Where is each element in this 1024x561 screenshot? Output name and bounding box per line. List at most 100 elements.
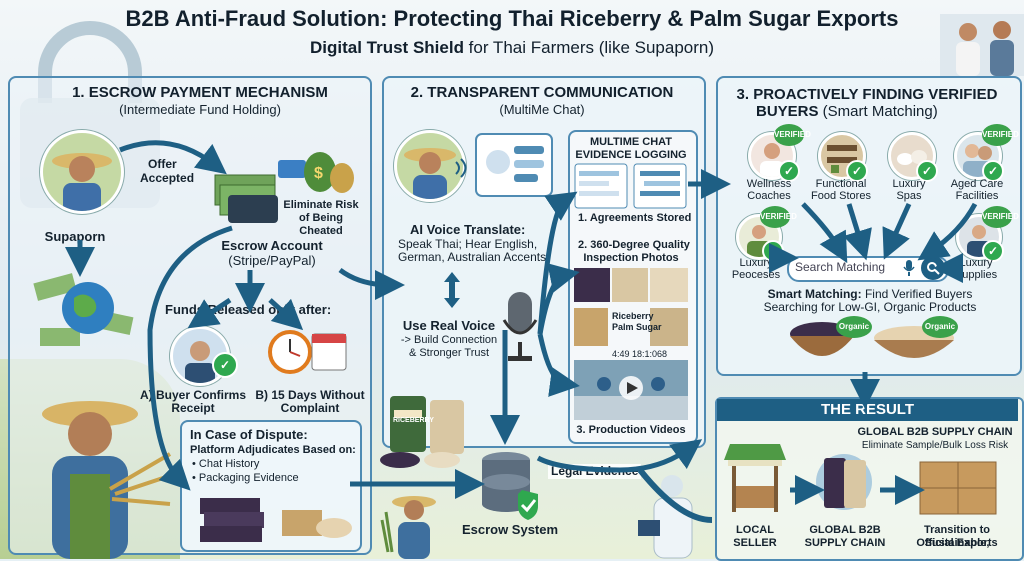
inspection-photos-image <box>574 268 688 346</box>
real-voice-title: Use Real Voice <box>402 318 496 333</box>
legal-evidence-label: Legal Evidence <box>548 464 642 479</box>
check-icon: ✓ <box>778 160 800 182</box>
cond-b-line2: Complaint <box>280 401 340 415</box>
escrow-subtitle: (Intermediate Fund Holding) <box>119 102 281 117</box>
page-title: B2B Anti-Fraud Solution: Protecting Thai… <box>125 6 899 31</box>
farmer-image <box>42 401 176 559</box>
smart-bold: Smart Matching: <box>767 287 862 301</box>
log-item3: 3. Production Videos <box>576 424 686 436</box>
timer-calendar-icon <box>268 330 347 374</box>
verified-badge: VERIFIED <box>982 206 1019 228</box>
escrow-database-icon <box>482 452 538 520</box>
organic-badge: Organic <box>922 316 958 338</box>
funds-released: Funds Released only after: <box>165 302 332 317</box>
verified-badge: VERIFIED <box>982 124 1019 146</box>
dispute-sub: Platform Adjudicates Based on: <box>190 444 356 456</box>
search-icon <box>927 262 940 275</box>
lab-worker-image <box>638 475 693 559</box>
comm-title: 2. TRANSPARENT COMMUNICATION <box>410 84 674 101</box>
dispute-item: • Chat History <box>192 458 260 470</box>
cond-b-line1: B) 15 Days Without <box>255 388 365 402</box>
offer-line2: Accepted <box>140 171 195 185</box>
buyer-label-line2: Facilities <box>955 190 999 202</box>
log-title-line1: MULTIME CHAT <box>589 136 673 148</box>
chain-sub: Eliminate Sample/Bulk Loss Risk <box>861 440 1009 451</box>
voice-line2: German, Australian Accents <box>398 250 547 264</box>
escrow-title: 1. ESCROW PAYMENT MECHANISM <box>72 84 328 101</box>
log-item2-line1: 2. 360-Degree Quality <box>578 239 690 251</box>
subtitle-rest: for Thai Farmers (like Supaporn) <box>463 38 715 57</box>
subtitle-bold: Digital Trust Shield <box>309 38 464 57</box>
smart-matching-line2: Searching for Low-GI, Organic Products <box>763 300 977 314</box>
step2-line2: SUPPLY CHAIN <box>804 537 886 549</box>
chat-log-image <box>574 163 687 209</box>
voice-line1: Speak Thai; Hear English, <box>398 237 538 251</box>
microphone-icon[interactable] <box>902 259 916 277</box>
double-arrow-icon <box>444 272 460 308</box>
verified-badge: VERIFIED <box>774 124 811 146</box>
check-icon: ✓ <box>212 352 238 378</box>
buyer-label-line2: Spas <box>896 190 922 202</box>
buyer-label-line1: Luxury <box>739 257 773 269</box>
smart-rest: Find Verified Buyers <box>861 287 973 301</box>
video-time: 4:49 18:1:068 <box>612 349 668 359</box>
buyers-title-line2: BUYERS (Smart Matching) <box>716 103 1018 120</box>
step1-line2: SELLER <box>733 537 777 549</box>
buyer-label-line1: Luxury <box>959 257 993 269</box>
global-chain-bag-image <box>816 454 872 510</box>
step3-line1: Transition to Sustainable, <box>924 524 990 549</box>
buyer-label-line1: Aged Care <box>950 178 1004 190</box>
money-wallet-icon <box>214 174 278 223</box>
buyer-label-line2: Supplies <box>954 269 998 281</box>
check-icon: ✓ <box>982 160 1004 182</box>
log-item2-line2: Inspection Photos <box>583 252 679 264</box>
product-bags-image <box>380 396 464 468</box>
offer-line1: Offer <box>148 157 177 171</box>
video-call-image <box>475 133 553 197</box>
buyers-title-rest: (Smart Matching) <box>818 103 938 120</box>
voice-title: AI Voice Translate: <box>410 222 526 237</box>
escrow-account-line1: Escrow Account <box>221 238 323 253</box>
buyer-label-line2: Coaches <box>747 190 791 202</box>
packages-image <box>200 498 352 542</box>
log-item1: 1. Agreements Stored <box>578 212 692 224</box>
real-voice-line1: -> Build Connection <box>400 334 498 346</box>
buyer-label-line1: Wellness <box>746 178 792 190</box>
microphone-icon <box>502 292 538 361</box>
smart-matching-line1: Smart Matching: Find Verified Buyers <box>730 288 1010 301</box>
farmer-rice-image <box>380 496 436 559</box>
bag-label: RICEBERRY <box>393 417 434 424</box>
svg-text:$: $ <box>314 165 323 182</box>
farmer-name: Supaporn <box>44 229 106 244</box>
buyers-title-line1: 3. PROACTIVELY FINDING VERIFIED <box>736 86 998 103</box>
buyer-label-line1: Luxury <box>892 178 926 190</box>
buyer-label-line1: Functional <box>815 178 867 190</box>
luxury-spas-avatar <box>888 132 936 180</box>
buyer-label-line2: Peoceses <box>731 269 781 281</box>
risk-line2: of Being Cheated <box>299 212 343 237</box>
office-workers-image <box>940 14 1024 76</box>
result-title: THE RESULT <box>717 399 1018 421</box>
log-title-line2: EVIDENCE LOGGING <box>575 149 687 161</box>
real-voice-line2: & Stronger Trust <box>408 347 490 359</box>
luxury-peoceses-avatar <box>736 214 782 260</box>
verified-badge: VERIFIED <box>760 206 797 228</box>
page-subtitle: Digital Trust Shield for Thai Farmers (l… <box>0 38 1024 58</box>
buyer-label-line2: Food Stores <box>811 190 871 202</box>
chain-title: GLOBAL B2B SUPPLY CHAIN <box>857 426 1013 438</box>
check-icon: ✓ <box>846 160 868 182</box>
check-icon: ✓ <box>982 240 1004 262</box>
step2-line1: GLOBAL B2B <box>809 524 881 536</box>
escrow-system-label: Escrow System <box>461 522 559 537</box>
step3-line2: Official Exports <box>916 537 998 549</box>
check-icon: ✓ <box>916 160 938 182</box>
export-boxes-image <box>919 461 997 515</box>
money-bags-icon: $ <box>278 152 354 193</box>
dispute-title: In Case of Dispute: <box>190 427 308 442</box>
sound-wave-icon <box>455 158 467 178</box>
organic-badge: Organic <box>836 316 872 338</box>
buyers-title-bold: BUYERS <box>756 103 819 120</box>
local-market-stall-image <box>724 444 786 512</box>
search-placeholder: Search Matching <box>795 260 886 274</box>
globe-money-icon <box>33 273 134 346</box>
